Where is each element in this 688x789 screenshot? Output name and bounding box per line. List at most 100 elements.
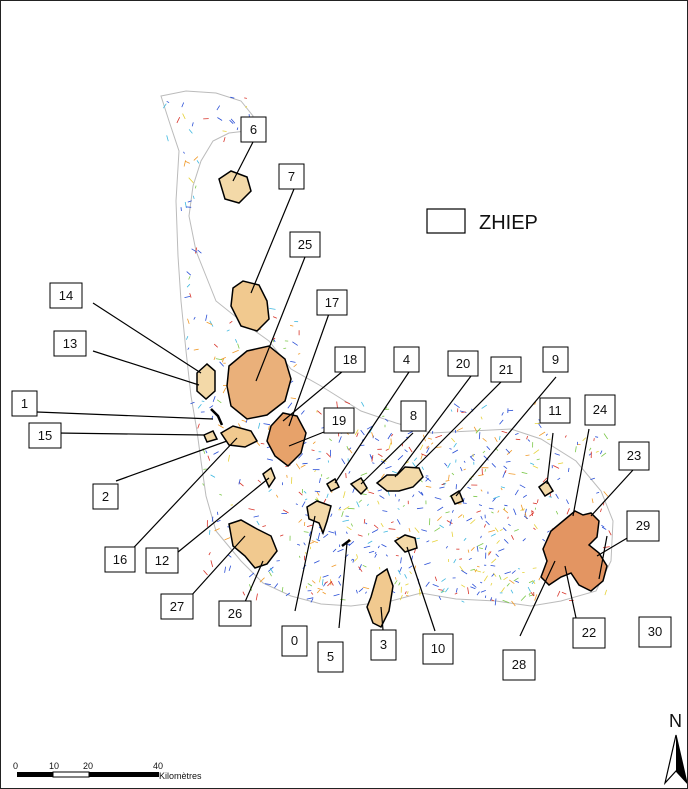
stream-segment	[379, 495, 385, 499]
zone-label-11[interactable]: 11	[539, 397, 571, 424]
zone-label-0[interactable]: 0	[281, 625, 308, 657]
stream-segment	[595, 436, 599, 438]
stream-segment	[498, 575, 502, 580]
svg-text:1: 1	[21, 396, 28, 411]
stream-segment	[184, 296, 191, 298]
stream-segment	[463, 537, 467, 541]
zone-label-16[interactable]: 16	[104, 546, 136, 573]
zone-label-28[interactable]: 28	[502, 649, 536, 681]
stream-segment	[480, 416, 483, 420]
stream-segment	[377, 489, 383, 492]
stream-segment	[371, 529, 379, 533]
stream-segment	[255, 593, 258, 601]
stream-segment	[490, 565, 496, 567]
stream-segment	[501, 430, 508, 434]
zone-11-polygon[interactable]	[537, 479, 555, 498]
zone-3-polygon[interactable]	[366, 567, 394, 629]
stream-segment	[374, 438, 380, 442]
zone-9-polygon[interactable]	[450, 489, 464, 505]
stream-segment	[166, 100, 170, 104]
zone-label-25[interactable]: 25	[289, 231, 321, 258]
zone-label-14[interactable]: 14	[49, 282, 83, 309]
stream-segment	[306, 524, 313, 527]
svg-text:20: 20	[456, 356, 470, 371]
scale-tick-40: 40	[153, 761, 163, 771]
stream-segment	[314, 498, 320, 502]
stream-segment	[451, 509, 454, 513]
zone-label-18[interactable]: 18	[334, 346, 366, 373]
stream-segment	[425, 581, 430, 587]
stream-segment	[488, 507, 494, 510]
zone-17-18-19-polygon[interactable]	[266, 412, 307, 467]
stream-segment	[526, 435, 528, 440]
zone-label-27[interactable]: 27	[160, 593, 194, 620]
zone-7-polygon[interactable]	[230, 280, 270, 332]
zone-0-polygon[interactable]	[306, 500, 332, 536]
stream-segment	[568, 467, 570, 472]
zone-label-15[interactable]: 15	[28, 422, 62, 449]
stream-segment	[193, 348, 199, 351]
zone-10-polygon[interactable]	[393, 534, 418, 553]
zone-label-17[interactable]: 17	[316, 289, 348, 316]
zone-label-29[interactable]: 29	[626, 510, 660, 542]
stream-segment	[482, 437, 487, 442]
stream-segment	[491, 511, 494, 514]
zone-label-12[interactable]: 12	[145, 547, 179, 574]
zone-label-1[interactable]: 1	[11, 390, 38, 417]
zone-label-19[interactable]: 19	[323, 407, 355, 434]
zone-label-7[interactable]: 7	[278, 163, 305, 190]
svg-text:22: 22	[582, 625, 596, 640]
zone-1-polygon[interactable]	[210, 408, 224, 426]
stream-segment	[554, 453, 560, 456]
stream-segment	[303, 531, 309, 533]
zone-label-26[interactable]: 26	[218, 600, 252, 627]
zone-25-polygon[interactable]	[226, 345, 292, 420]
zone-label-2[interactable]: 2	[92, 483, 119, 510]
stream-segment	[486, 446, 491, 451]
zone-label-4[interactable]: 4	[393, 346, 420, 373]
stream-segment	[582, 437, 587, 442]
stream-segment	[564, 435, 567, 438]
zone-label-6[interactable]: 6	[240, 116, 267, 143]
stream-segment	[297, 353, 301, 355]
stream-segment	[434, 576, 438, 582]
zone-label-5[interactable]: 5	[317, 641, 344, 673]
stream-segment	[484, 469, 486, 472]
zone-label-23[interactable]: 23	[618, 441, 650, 471]
stream-segment	[497, 510, 500, 513]
zone-15-polygon[interactable]	[203, 430, 219, 443]
zone-12-polygon[interactable]	[262, 466, 276, 489]
zone-20-21-polygon[interactable]	[375, 466, 424, 492]
zone-2-16-polygon[interactable]	[219, 425, 259, 448]
stream-segment	[346, 531, 348, 535]
stream-segment	[216, 399, 222, 404]
stream-segment	[206, 321, 213, 325]
stream-segment	[397, 569, 401, 575]
stream-segment	[338, 506, 341, 510]
stream-segment	[324, 581, 328, 584]
zone-label-3[interactable]: 3	[370, 629, 397, 661]
stream-segment	[377, 453, 383, 457]
stream-segment	[566, 499, 569, 505]
stream-segment	[434, 527, 441, 532]
zone-label-8[interactable]: 8	[400, 400, 427, 432]
stream-segment	[475, 427, 481, 434]
zone-6-polygon[interactable]	[218, 170, 252, 204]
zone-label-20[interactable]: 20	[447, 350, 479, 377]
zone-east-cluster-polygon[interactable]	[540, 510, 608, 592]
zone-5-polygon[interactable]	[341, 539, 351, 547]
zone-label-13[interactable]: 13	[53, 330, 87, 357]
stream-segment	[316, 410, 322, 415]
zone-label-9[interactable]: 9	[542, 346, 569, 373]
zone-label-30[interactable]: 30	[638, 616, 672, 648]
stream-segment	[409, 571, 412, 575]
zone-label-24[interactable]: 24	[584, 394, 616, 426]
zone-13-14-polygon[interactable]	[196, 362, 216, 401]
zone-27-26-polygon[interactable]	[228, 519, 278, 569]
zone-label-10[interactable]: 10	[422, 633, 454, 665]
stream-segment	[351, 558, 354, 561]
stream-segment	[399, 567, 403, 573]
zone-label-21[interactable]: 21	[490, 356, 522, 383]
zone-label-22[interactable]: 22	[572, 617, 606, 649]
